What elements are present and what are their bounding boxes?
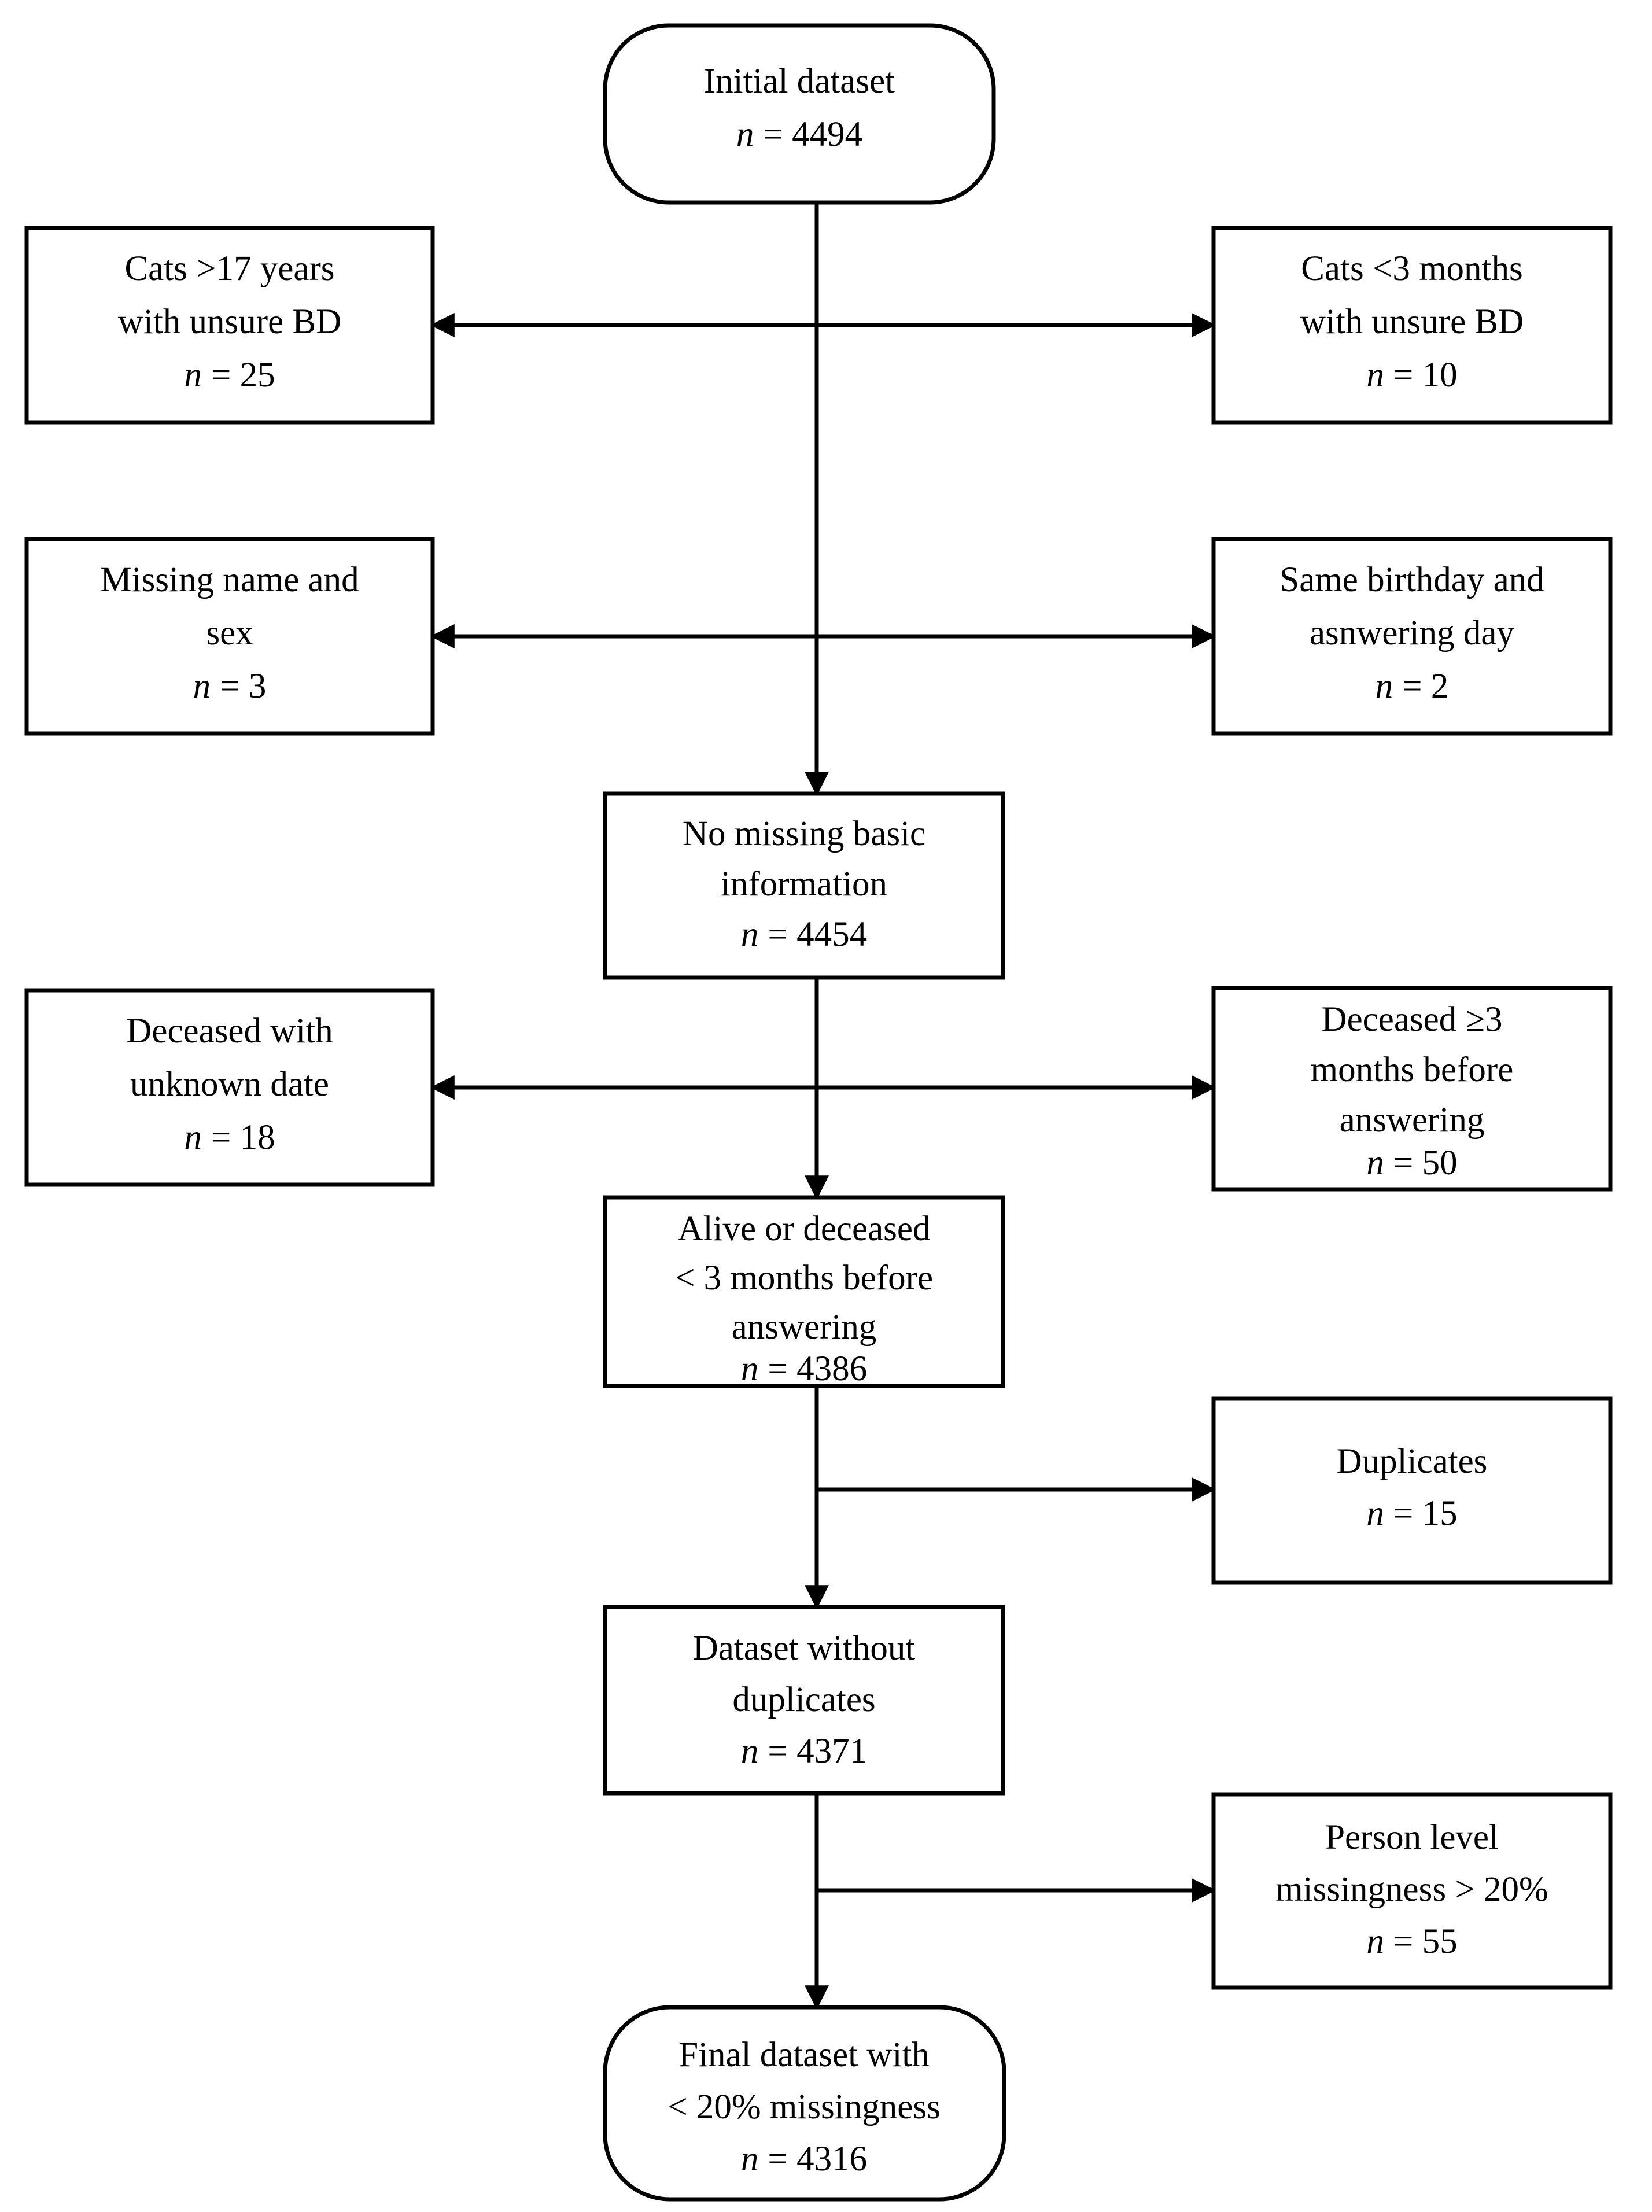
node-excl-same-birthday: Same birthday and asnwering day n= 2: [1211, 537, 1613, 736]
node-excl-same-birthday-line-1: asnwering day: [1310, 614, 1515, 652]
node-no-missing-basic-line-1: information: [721, 865, 887, 904]
node-excl-deceased-unknown-date-count: n= 18: [184, 1118, 275, 1157]
node-excl-missing-name-sex-count: n= 3: [193, 667, 267, 706]
node-alive-or-deceased-line-1: < 3 months before: [675, 1259, 933, 1297]
node-alive-or-deceased: Alive or deceased < 3 months before answ…: [603, 1195, 1005, 1388]
node-excl-duplicates: Duplicates n= 15: [1211, 1396, 1613, 1585]
node-initial-dataset: Initial dataset n= 4494: [603, 23, 996, 205]
node-excl-young-cats-line-1: with unsure BD: [1300, 303, 1524, 341]
node-excl-young-cats: Cats <3 months with unsure BD n= 10: [1211, 226, 1613, 425]
node-dataset-without-duplicates: Dataset without duplicates n= 4371: [603, 1605, 1005, 1796]
node-final-dataset: Final dataset with < 20% missingness n= …: [603, 2005, 1006, 2202]
node-alive-or-deceased-line-0: Alive or deceased: [678, 1210, 931, 1248]
node-excl-deceased-3mo-line-2: answering: [1340, 1101, 1485, 1140]
node-no-missing-basic: No missing basic information n= 4454: [603, 791, 1005, 980]
node-dataset-without-duplicates-line-0: Dataset without: [693, 1629, 916, 1668]
node-excl-duplicates-count: n= 15: [1366, 1494, 1457, 1533]
node-alive-or-deceased-line-2: answering: [732, 1308, 877, 1347]
node-final-dataset-line-1: < 20% missingness: [668, 2088, 941, 2126]
node-excl-missing-name-sex: Missing name and sex n= 3: [24, 537, 435, 736]
node-excl-old-cats: Cats >17 years with unsure BD n= 25: [24, 226, 435, 425]
node-excl-deceased-3mo-line-0: Deceased ≥3: [1322, 1000, 1503, 1039]
node-excl-deceased-unknown-date-line-1: unknown date: [130, 1065, 329, 1104]
node-excl-young-cats-count: n= 10: [1366, 356, 1457, 395]
node-excl-deceased-3mo-count: n= 50: [1366, 1144, 1457, 1182]
node-excl-deceased-3mo-line-1: months before: [1311, 1050, 1514, 1089]
node-excl-person-missingness-line-1: missingness > 20%: [1275, 1870, 1548, 1909]
node-excl-deceased-unknown-date: Deceased with unknown date n= 18: [24, 988, 435, 1187]
node-excl-young-cats-line-0: Cats <3 months: [1301, 249, 1522, 288]
node-dataset-without-duplicates-line-1: duplicates: [732, 1680, 875, 1719]
node-excl-old-cats-line-0: Cats >17 years: [124, 249, 334, 288]
node-excl-missing-name-sex-line-0: Missing name and: [100, 561, 359, 599]
node-excl-old-cats-count: n= 25: [184, 356, 275, 395]
node-excl-duplicates-line-0: Duplicates: [1337, 1442, 1488, 1481]
node-initial-dataset-line-0: Initial dataset: [704, 62, 895, 101]
node-no-missing-basic-line-0: No missing basic: [683, 814, 925, 853]
node-excl-same-birthday-line-0: Same birthday and: [1279, 561, 1544, 599]
node-excl-missing-name-sex-line-1: sex: [206, 614, 253, 652]
node-initial-dataset-count: n= 4494: [736, 115, 862, 154]
node-alive-or-deceased-count: n= 4386: [741, 1350, 867, 1388]
node-excl-deceased-unknown-date-line-0: Deceased with: [126, 1012, 333, 1050]
node-excl-person-missingness-line-0: Person level: [1325, 1818, 1499, 1857]
node-dataset-without-duplicates-count: n= 4371: [741, 1732, 867, 1771]
node-final-dataset-count: n= 4316: [741, 2140, 867, 2178]
node-excl-person-missingness: Person level missingness > 20% n= 55: [1211, 1792, 1613, 1990]
node-excl-deceased-3mo: Deceased ≥3 months before answering n= 5…: [1211, 986, 1613, 1192]
node-excl-same-birthday-count: n= 2: [1376, 667, 1449, 706]
node-no-missing-basic-count: n= 4454: [741, 915, 867, 954]
node-final-dataset-line-0: Final dataset with: [679, 2036, 930, 2074]
node-excl-old-cats-line-1: with unsure BD: [118, 303, 341, 341]
node-excl-person-missingness-count: n= 55: [1366, 1922, 1457, 1961]
